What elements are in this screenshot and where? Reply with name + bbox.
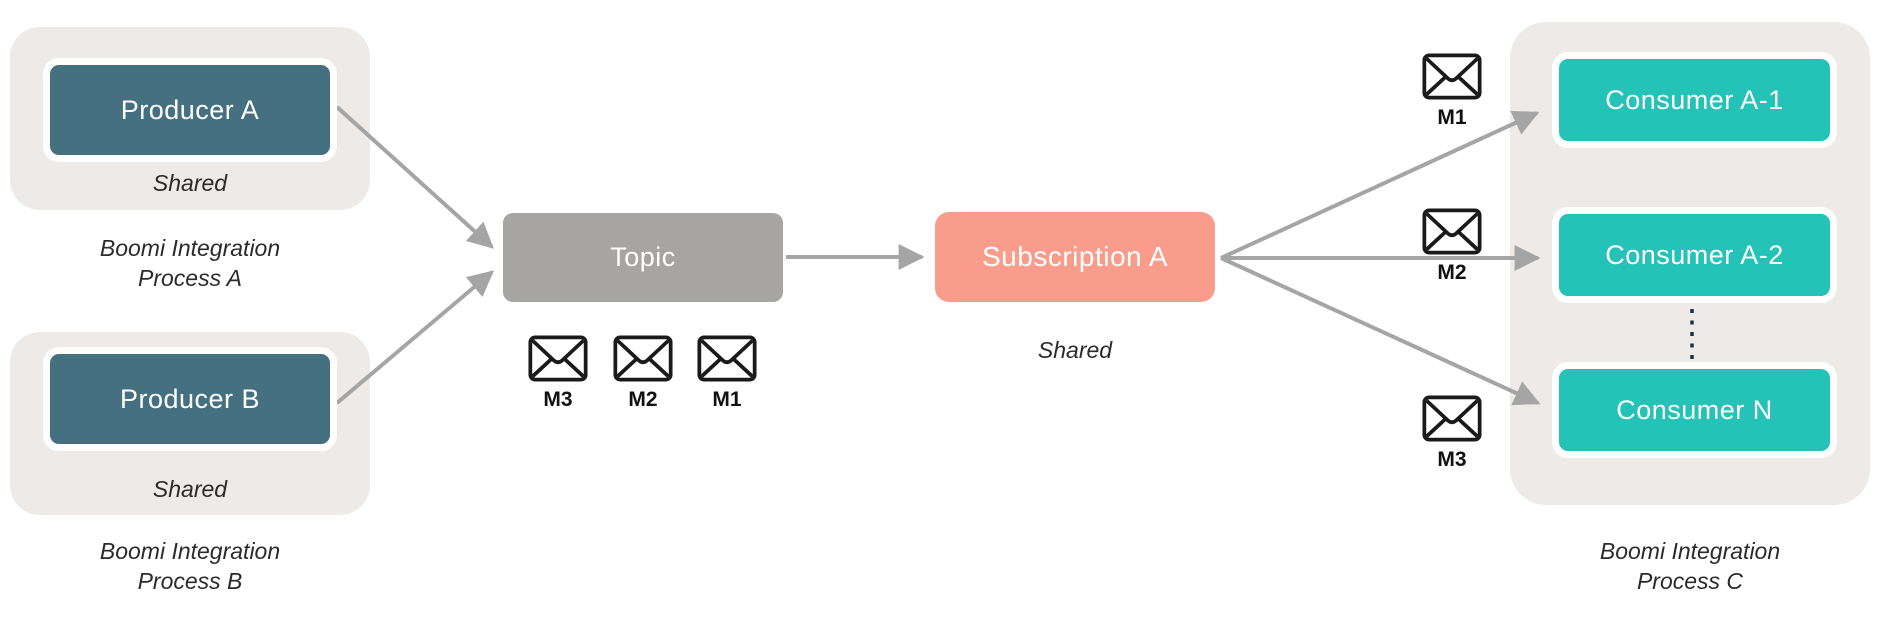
arrow-subscription-to-consumer-n: [1220, 256, 1541, 406]
message-label: M1: [712, 388, 742, 411]
arrow-subscription-to-consumer-a1: [1220, 110, 1540, 260]
subscription-a-label: Subscription A: [982, 241, 1168, 272]
subscription-shared-label: Shared: [1037, 337, 1113, 363]
topic-label: Topic: [610, 242, 676, 272]
topic-node: Topic: [503, 213, 783, 302]
consumer-a1-node: Consumer A-1: [1552, 52, 1837, 148]
consumer-a1-label: Consumer A-1: [1605, 84, 1784, 115]
message-label: M3: [1437, 448, 1467, 471]
envelope-icon: [528, 335, 588, 382]
process-a-shared-label: Shared: [152, 170, 228, 196]
producer-b-label: Producer B: [119, 383, 261, 414]
topic-message-m2: M2: [613, 335, 673, 412]
topic-message-m1: M1: [697, 335, 757, 412]
producer-a-label: Producer A: [120, 94, 260, 125]
process-b-caption: Boomi Integration Process B: [99, 538, 281, 594]
topic-message-m3: M3: [528, 335, 588, 412]
consumer-n-node: Consumer N: [1552, 362, 1837, 458]
consumer-message-m1: M1: [1422, 53, 1482, 130]
consumer-n-label: Consumer N: [1616, 394, 1773, 425]
consumer-message-m3: M3: [1422, 395, 1482, 472]
envelope-icon: [697, 335, 757, 382]
process-a-caption: Boomi Integration Process A: [99, 235, 281, 291]
process-c-caption: Boomi Integration Process C: [1599, 538, 1781, 594]
producer-b-node: Producer B: [43, 347, 337, 451]
message-label: M2: [628, 388, 658, 411]
envelope-icon: [1422, 208, 1482, 255]
message-label: M3: [543, 388, 573, 411]
consumer-a2-node: Consumer A-2: [1552, 207, 1837, 303]
consumer-a2-label: Consumer A-2: [1605, 239, 1784, 270]
envelope-icon: [1422, 53, 1482, 100]
subscription-a-node: Subscription A: [935, 212, 1215, 302]
message-label: M2: [1437, 261, 1467, 284]
envelope-icon: [613, 335, 673, 382]
producer-a-node: Producer A: [43, 58, 337, 162]
message-label: M1: [1437, 106, 1467, 129]
process-b-shared-label: Shared: [152, 476, 228, 502]
envelope-icon: [1422, 395, 1482, 442]
consumer-message-m2: M2: [1422, 208, 1482, 285]
